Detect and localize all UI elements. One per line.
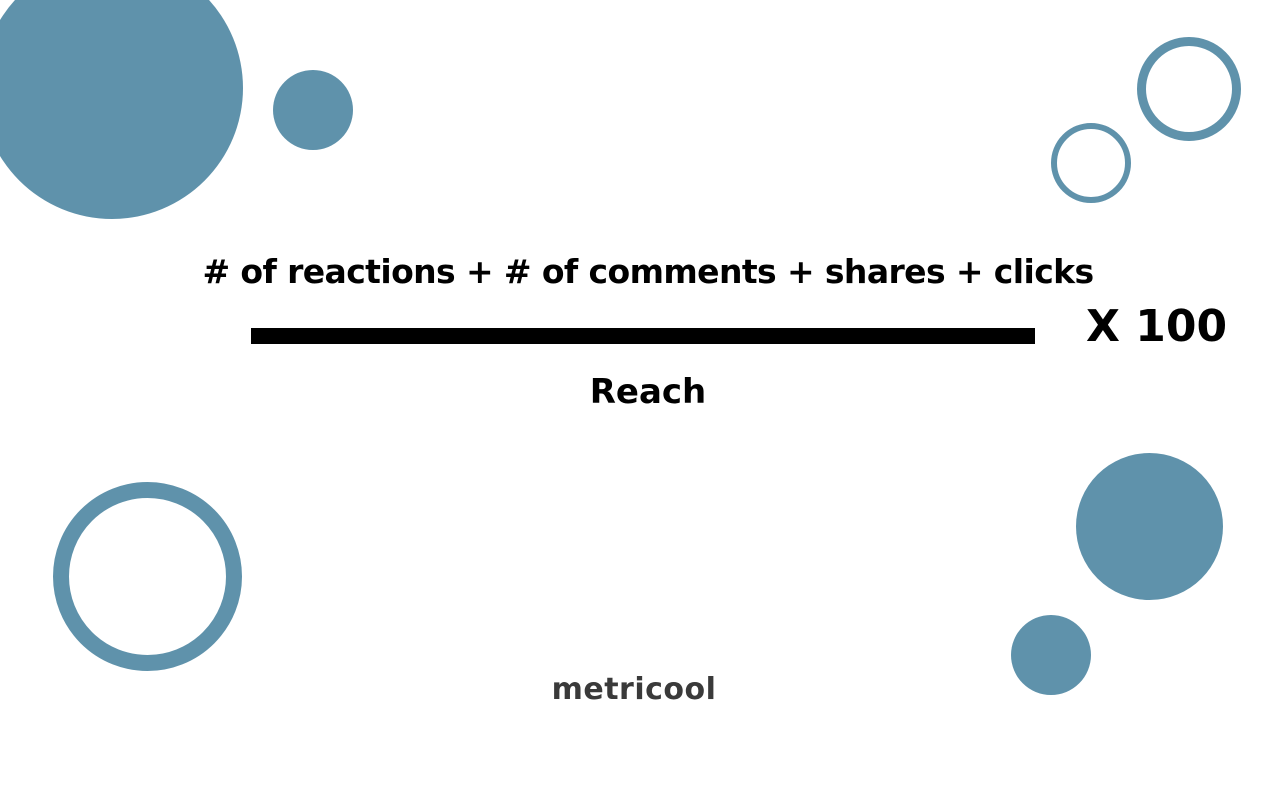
formula-denominator: Reach <box>589 372 707 412</box>
decorative-ring-top-right-large <box>1137 37 1241 141</box>
decorative-circle-small-top-left <box>273 70 353 150</box>
decorative-ring-top-right-small <box>1051 123 1131 203</box>
formula-numerator: # of reactions + # of comments + shares … <box>202 252 1094 291</box>
decorative-circle-bottom-right-small <box>1011 615 1091 695</box>
decorative-circle-bottom-right-large <box>1076 453 1223 600</box>
decorative-ring-bottom-left <box>53 482 242 671</box>
decorative-circle-large-top-left <box>0 0 243 219</box>
formula-multiplier: X 100 <box>1086 301 1228 352</box>
fraction-bar <box>251 328 1035 344</box>
brand-logo: metricool <box>551 672 717 707</box>
